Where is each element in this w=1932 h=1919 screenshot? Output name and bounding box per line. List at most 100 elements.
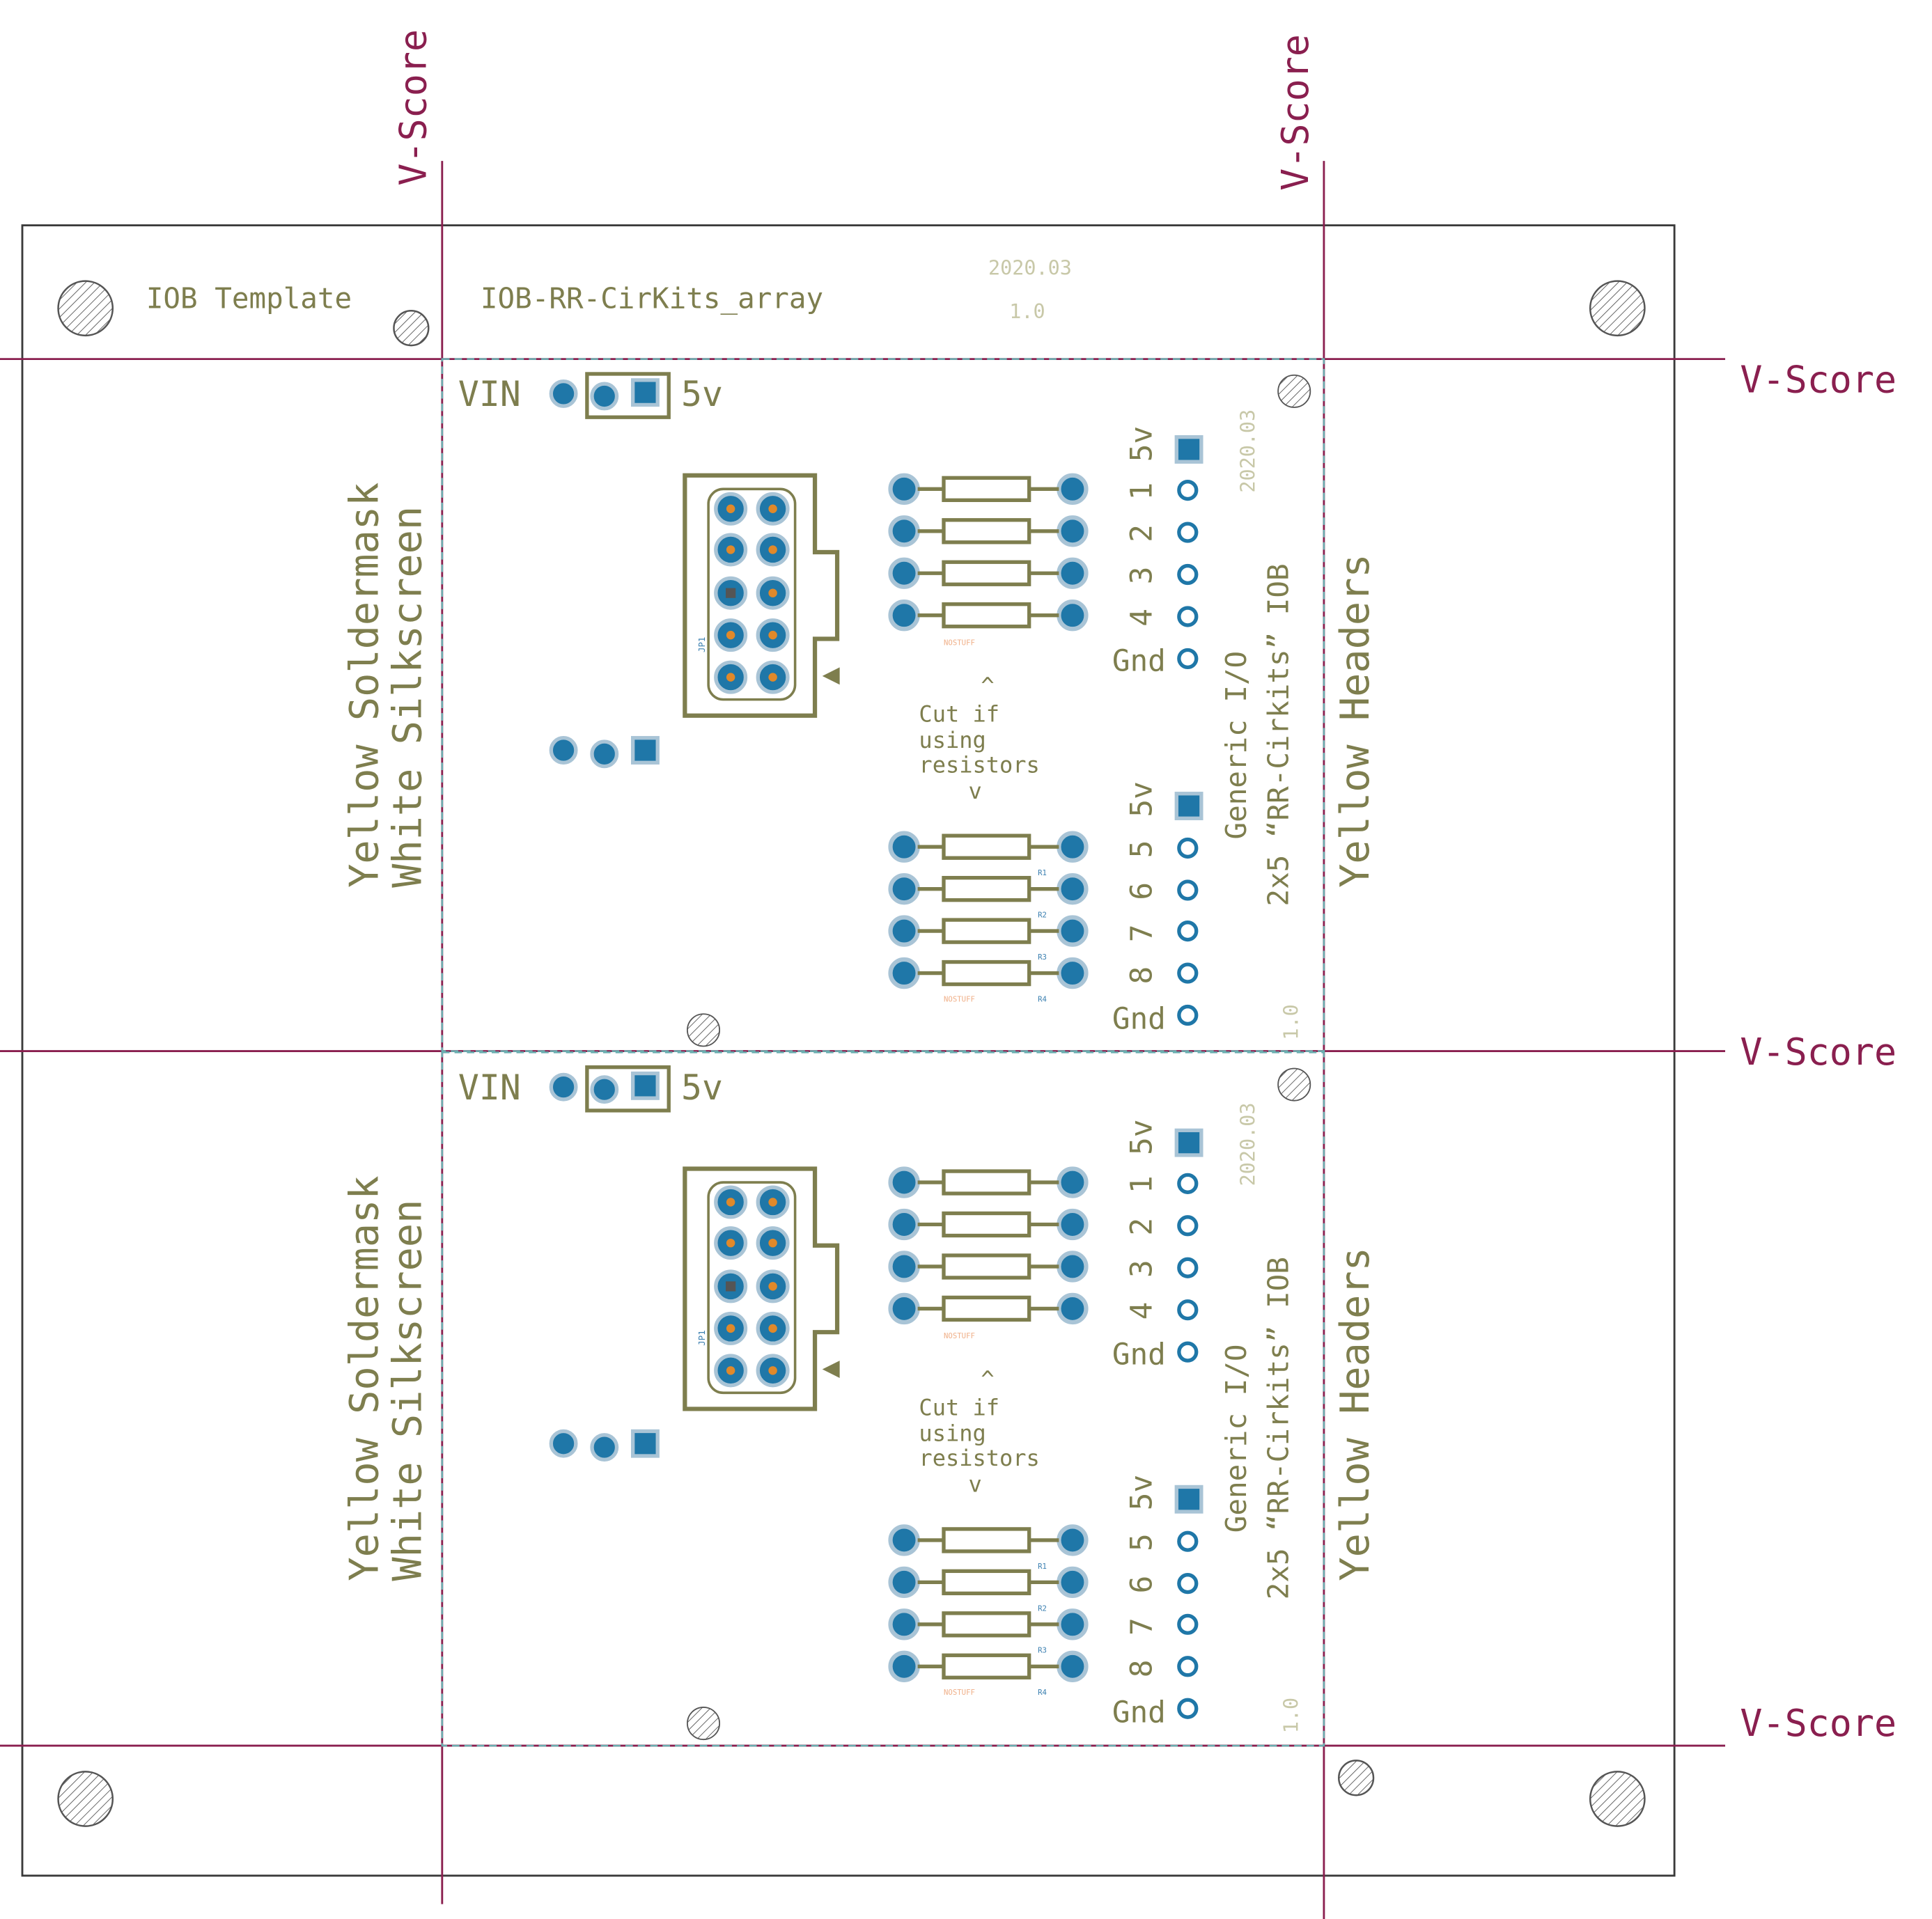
resistor-ref: R1	[1038, 1562, 1047, 1571]
round-pad-icon	[1177, 1341, 1199, 1363]
round-pad-icon	[1177, 563, 1199, 586]
pin-label-5: 5	[1125, 1533, 1160, 1551]
square-pad-icon	[630, 736, 660, 765]
board-title-generic-io: Generic I/O	[1220, 651, 1253, 840]
jumper-outline	[585, 372, 671, 419]
board-version: 1.0	[1280, 1004, 1303, 1040]
connector-ref: JP1	[696, 637, 707, 652]
square-pad-icon	[1174, 1128, 1203, 1157]
small-hatched-circle-icon	[1277, 1067, 1311, 1102]
round-pad-icon	[1177, 1173, 1199, 1194]
hatched-circle-icon	[1589, 280, 1646, 337]
box-header-2x5-icon	[683, 473, 840, 718]
resistor-ref: R3	[1038, 953, 1047, 962]
small-hatched-circle-icon	[1277, 374, 1311, 408]
vscore-label-top: V-Score	[1740, 358, 1896, 402]
resistor-ref: R4	[1038, 1688, 1047, 1697]
vin-label: VIN	[458, 1067, 521, 1108]
round-pad-icon	[1177, 920, 1199, 942]
resistor-outline-icon	[942, 1611, 1031, 1638]
resistor-outline-icon	[942, 476, 1031, 503]
resistor-outline-icon	[942, 875, 1031, 902]
pin-label-4: 4	[1125, 1302, 1160, 1320]
resistor-outline-icon	[942, 1653, 1031, 1679]
upper-resistor-group: NOSTUFF	[888, 473, 1089, 647]
resistor-ref: R2	[1038, 1604, 1047, 1613]
resistor-outline-icon	[942, 1527, 1031, 1553]
round-pad-icon	[1177, 1530, 1199, 1552]
pin-label-3: 3	[1125, 567, 1160, 585]
board-title-generic-io: Generic I/O	[1220, 1345, 1253, 1533]
resistor-ref: R1	[1038, 868, 1047, 877]
cut-note-arrow: v	[969, 1471, 982, 1498]
pin-label-2: 2	[1125, 1218, 1160, 1236]
resistor-outline-icon	[942, 1211, 1031, 1238]
jumper-outline	[585, 1065, 671, 1113]
square-pad-icon	[1174, 792, 1203, 820]
small-hatched-circle-icon	[687, 1707, 721, 1741]
square-pad-icon	[630, 1071, 660, 1100]
vscore-label-bottom: V-Score	[1740, 1701, 1896, 1745]
round-pad-icon	[1177, 1573, 1199, 1595]
5v-label: 5v	[681, 1067, 723, 1108]
pin-label-5v-lower: 5v	[1125, 1475, 1160, 1510]
board-2: VIN 5v JP1	[341, 1051, 1378, 1747]
board-edge	[441, 358, 1325, 1052]
round-pad-icon	[1177, 962, 1199, 984]
lower-resistor-group: R1 R2 R3 R4 NOSTUFF	[888, 831, 1089, 1003]
small-hatched-circle-icon	[687, 1013, 721, 1047]
hatched-circle-icon	[57, 1771, 114, 1827]
cut-note-line-3: resistors	[919, 1445, 1039, 1471]
round-pad-icon	[1177, 522, 1199, 543]
round-pad-icon	[590, 1075, 619, 1104]
round-pad-icon	[1177, 1215, 1199, 1237]
resistor-outline-icon	[942, 960, 1031, 987]
silkscreen-note: White Silkscreen	[385, 1200, 431, 1581]
board-date: 2020.03	[1236, 1103, 1259, 1186]
board-title-iob: 2x5 “RR-Cirkits” IOB	[1261, 1257, 1295, 1599]
round-pad-icon	[590, 1433, 619, 1462]
pin-label-gnd-lower: Gnd	[1112, 1002, 1166, 1037]
resistor-ref: R3	[1038, 1646, 1047, 1655]
pin-label-3: 3	[1125, 1260, 1160, 1278]
resistor-outline-icon	[942, 918, 1031, 944]
nostuff-label: NOSTUFF	[944, 1688, 975, 1697]
vscore-lines	[0, 161, 1726, 1919]
resistor-ref: R2	[1038, 911, 1047, 920]
resistor-outline-icon	[942, 602, 1031, 629]
cut-note-arrow: v	[969, 778, 982, 804]
nostuff-label: NOSTUFF	[944, 994, 975, 1003]
pin-label-6: 6	[1125, 882, 1160, 900]
pin-label-6: 6	[1125, 1576, 1160, 1594]
round-pad-icon	[1177, 606, 1199, 627]
cut-note-line-1: Cut if	[919, 701, 999, 728]
io-header-pads	[1174, 434, 1203, 1026]
vscore-label-middle: V-Score	[1740, 1030, 1896, 1074]
connector-ref: JP1	[696, 1330, 707, 1345]
nostuff-label: NOSTUFF	[944, 638, 975, 647]
round-pad-icon	[1177, 480, 1199, 501]
resistor-outline-icon	[942, 1295, 1031, 1322]
mounting-holes	[57, 280, 1646, 1827]
pin-label-4: 4	[1125, 609, 1160, 627]
pin-label-5v-upper: 5v	[1125, 426, 1160, 462]
upper-resistor-group: NOSTUFF	[888, 1166, 1089, 1340]
round-pad-icon	[549, 1072, 578, 1102]
round-pad-icon	[549, 379, 578, 408]
round-pad-icon	[1177, 879, 1199, 901]
frame-date: 2020.03	[988, 257, 1072, 280]
vscore-label-left: V-Score	[391, 29, 435, 186]
board-title-iob: 2x5 “RR-Cirkits” IOB	[1261, 563, 1295, 906]
square-pad-icon	[1174, 434, 1203, 464]
silkscreen-note: White Silkscreen	[385, 506, 431, 888]
pin-label-7: 7	[1125, 1618, 1160, 1636]
vin-label: VIN	[458, 374, 521, 414]
cut-note-line-2: using	[919, 1420, 986, 1447]
round-pad-icon	[1177, 1613, 1199, 1635]
round-pad-icon	[1177, 1656, 1199, 1677]
round-pad-icon	[1177, 1698, 1199, 1719]
pin-label-1: 1	[1125, 483, 1160, 501]
pin-label-8: 8	[1125, 1660, 1160, 1678]
resistor-outline-icon	[942, 518, 1031, 545]
